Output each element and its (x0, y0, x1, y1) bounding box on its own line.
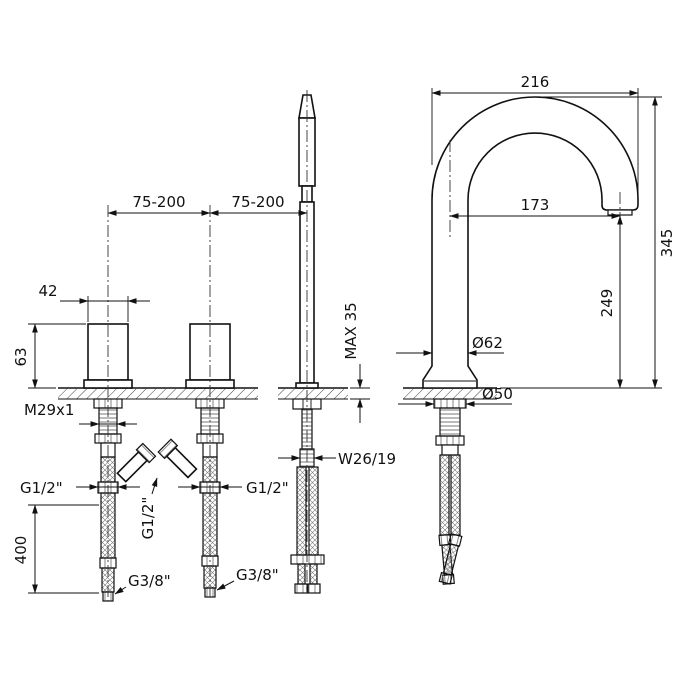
dim-label-dia50: Ø50 (482, 385, 513, 403)
counter-section (58, 387, 497, 400)
thread-label-g12-mid: G1/2" (139, 477, 158, 540)
dimension-75-200-left: 75-200 (107, 193, 211, 216)
dim-label-dia62: Ø62 (472, 334, 503, 352)
angled-valve-left (116, 442, 157, 483)
dim-label-g38-right: G3/8" (236, 566, 279, 584)
dimension-345: 345 (500, 96, 676, 389)
thread-label-g12-left: G1/2" (20, 479, 140, 497)
dimension-249: 249 (598, 215, 623, 389)
dim-label-249: 249 (598, 289, 616, 318)
dim-label-g38-left: G3/8" (128, 572, 171, 590)
dimension-63: 63 (12, 323, 86, 389)
dim-label-400: 400 (12, 536, 30, 565)
spout-stick (290, 94, 325, 594)
dim-label-345: 345 (658, 229, 676, 258)
dimension-400: 400 (12, 504, 99, 594)
centerlines (107, 90, 621, 601)
thread-label-g38-right: G3/8" (216, 566, 279, 591)
thread-label-m29x1: M29x1 (24, 401, 137, 427)
dim-label-max-35: MAX 35 (342, 302, 360, 359)
dim-label-g12-left: G1/2" (20, 479, 63, 497)
dim-label-75-200-right: 75-200 (231, 193, 284, 211)
dimension-75-200-right: 75-200 (209, 193, 308, 216)
thread-label-g12-right: G1/2" (178, 479, 289, 497)
dim-label-216: 216 (521, 73, 550, 91)
counter-slab-left (58, 389, 258, 399)
dim-label-42: 42 (38, 282, 57, 300)
diameter-label-50: Ø50 (398, 385, 513, 407)
counter-slab-middle (278, 389, 348, 399)
dim-label-g12-mid: G1/2" (139, 497, 157, 540)
counter-slab-right (403, 389, 497, 399)
dimension-216: 216 (431, 73, 639, 193)
dimension-173: 173 (449, 196, 621, 219)
dimension-42: 42 (38, 282, 150, 322)
gooseneck-faucet (422, 96, 639, 585)
angled-valve-right (157, 438, 198, 479)
faucet-hose-right (450, 454, 461, 536)
dimension-max-35: MAX 35 (342, 302, 370, 423)
dim-label-75-200-left: 75-200 (132, 193, 185, 211)
faucet-hose-left (439, 454, 450, 536)
dim-label-63: 63 (12, 347, 30, 366)
thread-label-g38-left: G3/8" (114, 572, 171, 595)
dim-label-w26-19: W26/19 (338, 450, 396, 468)
dim-label-173: 173 (521, 196, 550, 214)
dim-label-m29x1: M29x1 (24, 401, 74, 419)
diameter-label-62: Ø62 (396, 334, 504, 356)
thread-label-w26-19: W26/19 (278, 450, 396, 468)
dim-label-g12-right: G1/2" (246, 479, 289, 497)
